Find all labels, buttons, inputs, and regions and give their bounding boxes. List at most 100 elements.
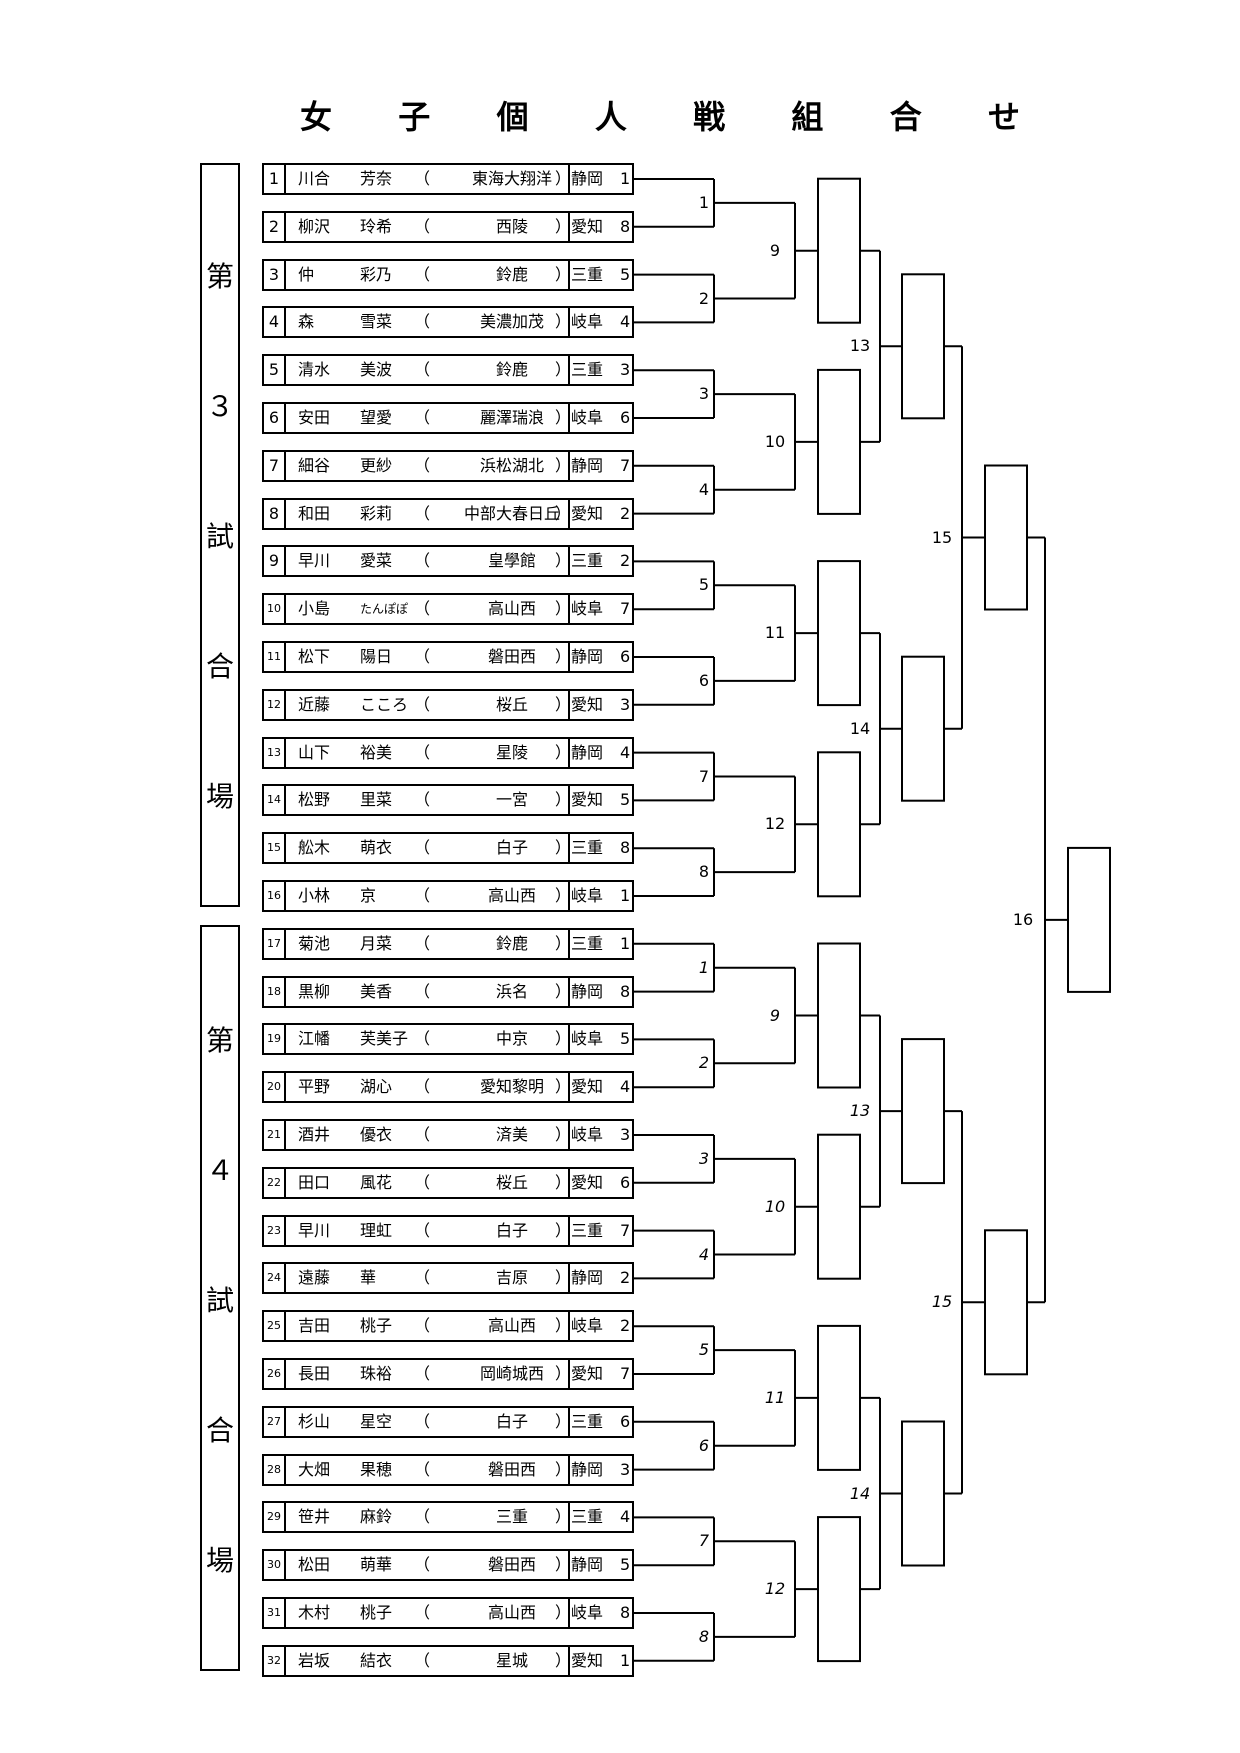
title-char: せ xyxy=(987,98,1020,136)
player-seed: 2 xyxy=(620,551,631,571)
match-number: 16 xyxy=(1012,909,1034,929)
pref-divider xyxy=(568,308,570,337)
title-char: 子 xyxy=(398,98,431,136)
match-number: 8 xyxy=(698,862,710,882)
player-surname: 安田 xyxy=(298,408,331,427)
player-given-name: 雪菜 xyxy=(360,312,393,332)
close-paren: ） xyxy=(555,981,572,1001)
player-surname: 笹井 xyxy=(298,1507,331,1527)
open-paren: （ xyxy=(414,1077,431,1097)
venue-char: 合 xyxy=(205,650,234,683)
pref-divider xyxy=(568,499,570,528)
player-number: 21 xyxy=(264,1121,286,1149)
player-school: 星陵 xyxy=(495,742,528,762)
close-paren: ） xyxy=(555,551,572,571)
player-number: 28 xyxy=(264,1455,286,1484)
player-seed: 7 xyxy=(620,455,631,475)
result-box xyxy=(817,1516,861,1663)
pref-divider xyxy=(568,1551,570,1580)
pref-divider xyxy=(568,1073,570,1102)
pref-divider xyxy=(568,356,570,385)
player-school: 高山西 xyxy=(487,599,536,619)
player-surname: 吉田 xyxy=(298,1316,331,1336)
player-surname: 小林 xyxy=(298,886,331,905)
pref-divider xyxy=(568,1312,570,1341)
open-paren: （ xyxy=(414,1555,431,1575)
player-surname: 仲 xyxy=(298,264,315,284)
match-number: 1 xyxy=(698,192,710,212)
close-paren: ） xyxy=(555,408,572,427)
player-seed: 8 xyxy=(620,981,631,1001)
pref-divider xyxy=(568,1121,570,1149)
close-paren: ） xyxy=(555,1364,572,1383)
player-number: 29 xyxy=(264,1503,286,1532)
player-school: 岡崎城西 xyxy=(479,1364,544,1383)
open-paren: （ xyxy=(414,1603,431,1622)
player-given-name: こころ xyxy=(360,694,409,714)
player-seed: 1 xyxy=(620,1650,631,1670)
open-paren: （ xyxy=(414,1507,431,1527)
player-school: 一宮 xyxy=(495,790,528,810)
open-paren: （ xyxy=(414,790,431,810)
player-given-name: 美波 xyxy=(360,360,393,380)
player-prefecture: 三重 xyxy=(571,933,604,953)
player-given-name: 芙美子 xyxy=(360,1029,409,1049)
player-given-name: 桃子 xyxy=(360,1316,393,1336)
pref-divider xyxy=(568,1264,570,1293)
player-number: 13 xyxy=(264,738,286,767)
player-prefecture: 愛知 xyxy=(571,790,604,810)
player-school: 西陵 xyxy=(495,216,528,236)
match-number: 14 xyxy=(849,1483,871,1503)
player-school: 浜名 xyxy=(495,981,528,1001)
player-given-name: 芳奈 xyxy=(360,169,393,188)
player-school: 磐田西 xyxy=(487,1555,536,1575)
pref-divider xyxy=(568,690,570,719)
player-school: 中部大春日丘 xyxy=(463,503,560,523)
open-paren: （ xyxy=(414,1411,431,1431)
pref-divider xyxy=(568,212,570,241)
match-number: 11 xyxy=(764,1387,786,1407)
result-box xyxy=(901,273,945,420)
match-number: 5 xyxy=(698,1340,710,1360)
open-paren: （ xyxy=(414,1316,431,1336)
pref-divider xyxy=(568,1025,570,1054)
close-paren: ） xyxy=(555,1077,572,1097)
close-paren: ） xyxy=(555,1507,572,1527)
open-paren: （ xyxy=(414,1650,431,1670)
player-number: 31 xyxy=(264,1599,286,1627)
player-seed: 4 xyxy=(620,1507,631,1527)
player-number: 25 xyxy=(264,1312,286,1341)
open-paren: （ xyxy=(414,886,431,905)
player-surname: 松下 xyxy=(298,647,331,666)
venue-4-box: 第 ４ 試 合 場 xyxy=(200,925,240,1671)
title-char: 人 xyxy=(594,98,627,136)
player-prefecture: 愛知 xyxy=(571,216,604,236)
player-seed: 5 xyxy=(620,790,631,810)
title-char: 組 xyxy=(791,98,824,136)
player-number: 20 xyxy=(264,1073,286,1102)
venue-char: 試 xyxy=(205,520,234,553)
player-school: 美濃加茂 xyxy=(479,312,544,332)
player-seed: 6 xyxy=(620,1172,631,1192)
player-number: 32 xyxy=(264,1646,286,1675)
match-number: 5 xyxy=(698,575,710,595)
result-box xyxy=(901,1038,945,1185)
open-paren: （ xyxy=(414,264,431,284)
open-paren: （ xyxy=(414,408,431,427)
result-box xyxy=(901,655,945,802)
open-paren: （ xyxy=(414,216,431,236)
player-surname: 江幡 xyxy=(298,1029,331,1049)
open-paren: （ xyxy=(414,838,431,858)
close-paren: ） xyxy=(555,360,572,380)
